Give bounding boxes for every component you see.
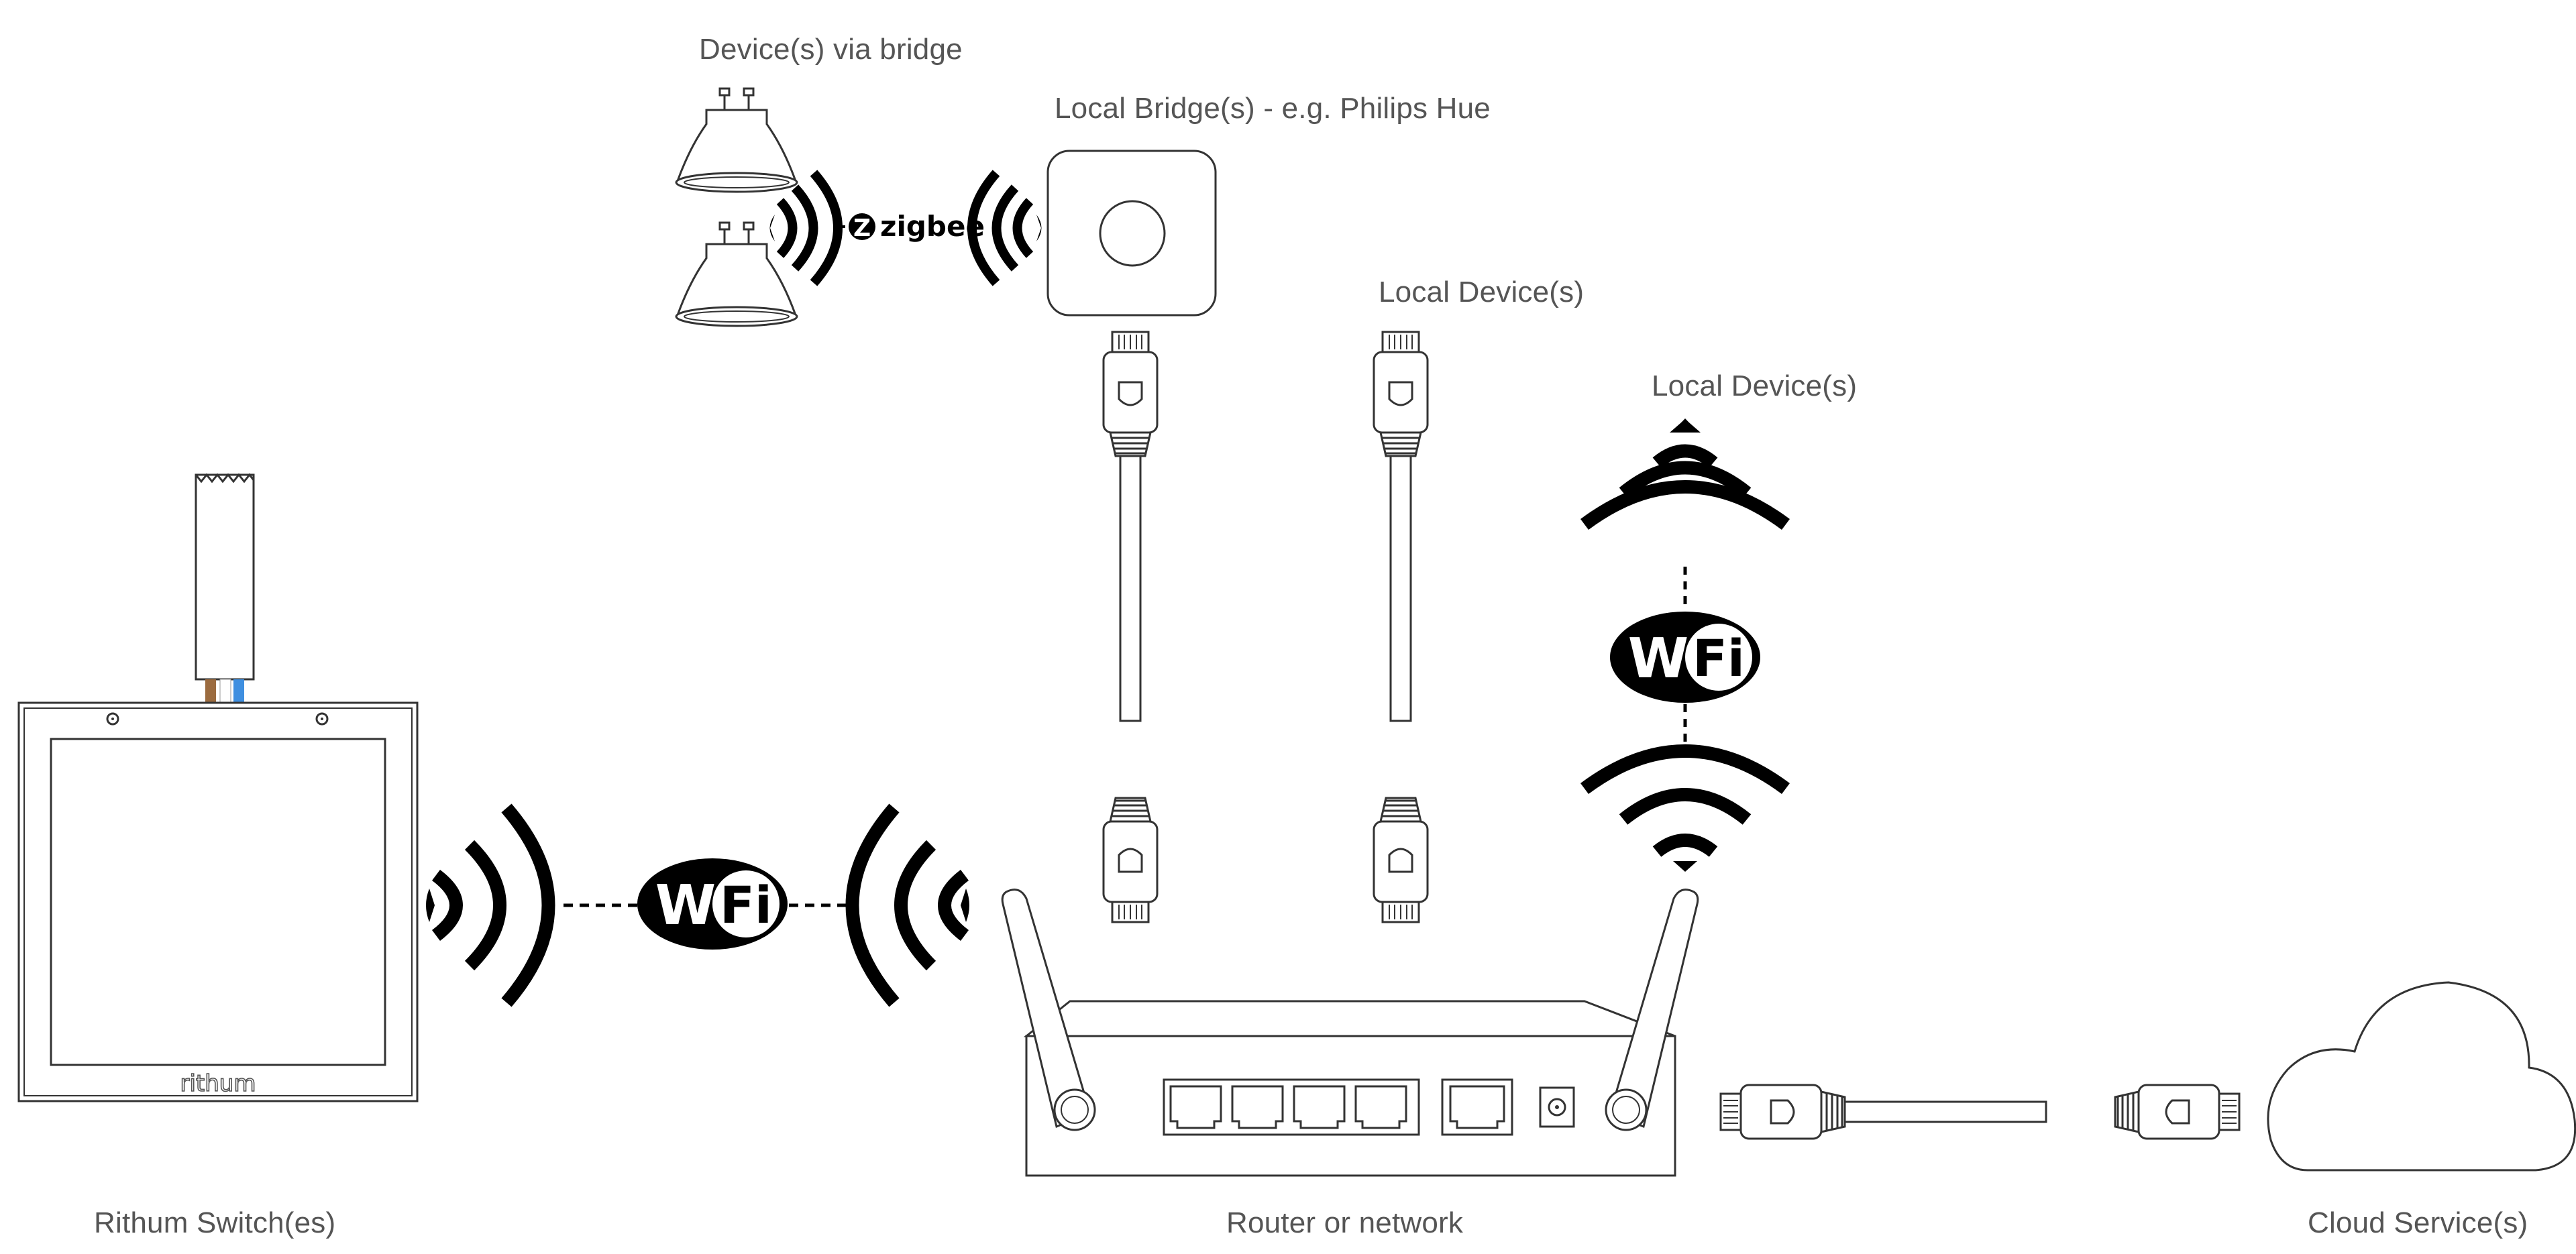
wifi-badge-right-fi: Fi [1693,628,1745,688]
wifi-badge-right-w: W [1628,627,1688,691]
router-antenna-left [1001,889,1096,1131]
zigbee-bulb-top [675,87,798,193]
zigbee-badge: Z zigbee [834,210,985,243]
router-antenna-right [1605,889,1699,1131]
router [1001,889,1699,1177]
wifi-badge-right: W Fi [1610,612,1760,703]
switch-cable-cut-edge [195,473,255,483]
hue-bridge [1046,150,1217,317]
devices-via-bridge-label: Device(s) via bridge [699,33,963,66]
local-devices-wireless-label: Local Device(s) [1652,369,1858,402]
wifi-badge-left-w: W [655,874,716,937]
switch-plate-inner-edge [23,707,413,1096]
white-wire [219,679,231,704]
switch-wifi-waves [426,803,555,1007]
zigbee-bulb-bottom [675,221,798,327]
switch-cable-sleeve [195,473,255,681]
local-devices-wired-label: Local Device(s) [1379,276,1585,308]
zigbee-text: zigbee [880,210,985,243]
wifi-badge-left-fi: Fi [720,875,772,935]
cloud-icon [2267,981,2576,1172]
blue-wire [233,679,244,703]
router-label: Router or network [1226,1206,1464,1239]
router-lan-ports [1163,1078,1420,1136]
cloud-ethernet-cable [1719,1084,2241,1140]
local-device-ethernet-cable [1373,331,1429,923]
router-wan-port [1441,1078,1513,1136]
rithum-switch: rithum [17,473,419,1102]
local-device-wifi-waves-top [1580,418,1790,530]
wifi-badge-left: W Fi [637,858,788,950]
bridge-zigbee-waves [967,170,1042,286]
router-wifi-waves-right [1580,744,1790,872]
rithum-logo: rithum [180,1070,256,1097]
router-power-jack [1539,1086,1575,1128]
switch-screw-right [315,712,329,726]
switch-screen [50,738,386,1066]
router-wifi-waves-left [845,803,969,1007]
cloud-label: Cloud Service(s) [2308,1206,2528,1239]
local-bridge-label: Local Bridge(s) - e.g. Philips Hue [1055,92,1491,125]
switch-screw-left [106,712,119,726]
rithum-switches-label: Rithum Switch(es) [94,1206,336,1239]
brown-wire [205,679,216,703]
hue-bridge-button [1099,200,1166,267]
zigbee-mark: Z [853,215,871,242]
bridge-ethernet-cable [1102,331,1159,923]
